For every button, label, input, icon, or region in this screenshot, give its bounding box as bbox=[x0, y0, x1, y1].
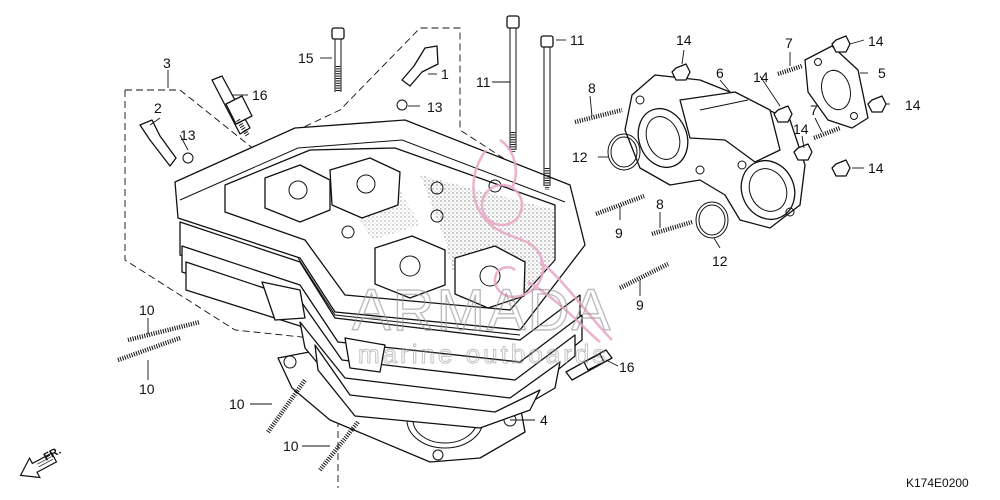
callout-8: 8 bbox=[588, 80, 596, 96]
callout-16: 16 bbox=[252, 87, 268, 103]
callout-4: 4 bbox=[540, 412, 548, 428]
front-arrow-icon bbox=[19, 452, 58, 479]
watermark-brand: ARMADA bbox=[352, 278, 612, 343]
manifold-fasteners bbox=[574, 35, 887, 291]
callout-14: 14 bbox=[868, 160, 884, 176]
diagram-code: K174E0200 bbox=[906, 476, 969, 490]
assembly-bracket-outline bbox=[124, 27, 561, 488]
front-label: FR. bbox=[42, 445, 63, 464]
head-bolts bbox=[331, 15, 554, 190]
o-rings bbox=[607, 133, 729, 239]
callout-8: 8 bbox=[656, 196, 664, 212]
callout-14: 14 bbox=[793, 121, 809, 137]
callout-12: 12 bbox=[572, 149, 588, 165]
callout-13: 13 bbox=[427, 99, 443, 115]
mermaid-logo bbox=[472, 138, 613, 344]
callout-7: 7 bbox=[810, 102, 818, 118]
callout-10: 10 bbox=[283, 438, 299, 454]
manifold bbox=[624, 74, 806, 229]
leader-lines bbox=[147, 39, 890, 447]
callout-9: 9 bbox=[615, 225, 623, 241]
callout-13: 13 bbox=[180, 127, 196, 143]
front-direction-marker: FR. bbox=[19, 445, 63, 479]
callout-12: 12 bbox=[712, 253, 728, 269]
callout-6: 6 bbox=[716, 65, 724, 81]
callout-11: 11 bbox=[570, 32, 585, 48]
callout-14: 14 bbox=[676, 32, 692, 48]
callout-11: 11 bbox=[476, 74, 491, 90]
callout-14: 14 bbox=[753, 69, 769, 85]
callout-7: 7 bbox=[785, 35, 793, 51]
callout-9: 9 bbox=[636, 297, 644, 313]
watermark-tagline: marine outboards bbox=[358, 339, 608, 369]
callout-14: 14 bbox=[868, 33, 884, 49]
callout-10: 10 bbox=[229, 396, 245, 412]
callout-5: 5 bbox=[878, 65, 886, 81]
cylinder-head bbox=[174, 119, 586, 429]
armada-watermark: ARMADA marine outboards bbox=[351, 138, 613, 370]
spark-plugs-and-fittings bbox=[139, 45, 613, 381]
callout-3: 3 bbox=[163, 55, 171, 71]
callout-10: 10 bbox=[139, 302, 155, 318]
callout-14: 14 bbox=[905, 97, 921, 113]
callout-2: 2 bbox=[154, 100, 162, 116]
callout-15: 15 bbox=[298, 50, 314, 66]
callout-1: 1 bbox=[441, 66, 449, 82]
callout-16: 16 bbox=[619, 359, 635, 375]
callout-10: 10 bbox=[139, 381, 155, 397]
studs-10 bbox=[117, 319, 360, 472]
callout-labels: 1 2 3 4 5 6 7 7 8 8 9 9 10 10 10 10 11 1… bbox=[139, 32, 921, 454]
